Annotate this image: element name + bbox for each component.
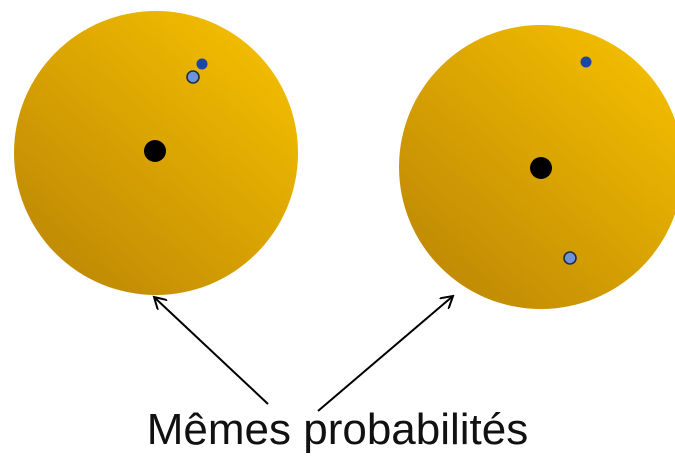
right-arrow xyxy=(318,296,453,411)
right-disk-group xyxy=(399,25,675,309)
caption-text: Mêmes probabilités xyxy=(0,400,675,460)
right-dark-blue-dot xyxy=(581,57,592,68)
right-nucleus-dot xyxy=(530,157,552,179)
left-light-blue-dot xyxy=(187,71,199,83)
left-arrow xyxy=(154,297,268,404)
left-disk-group xyxy=(14,11,298,295)
left-nucleus-dot xyxy=(144,140,166,162)
left-dark-blue-dot xyxy=(197,59,208,70)
right-light-blue-dot xyxy=(564,252,576,264)
